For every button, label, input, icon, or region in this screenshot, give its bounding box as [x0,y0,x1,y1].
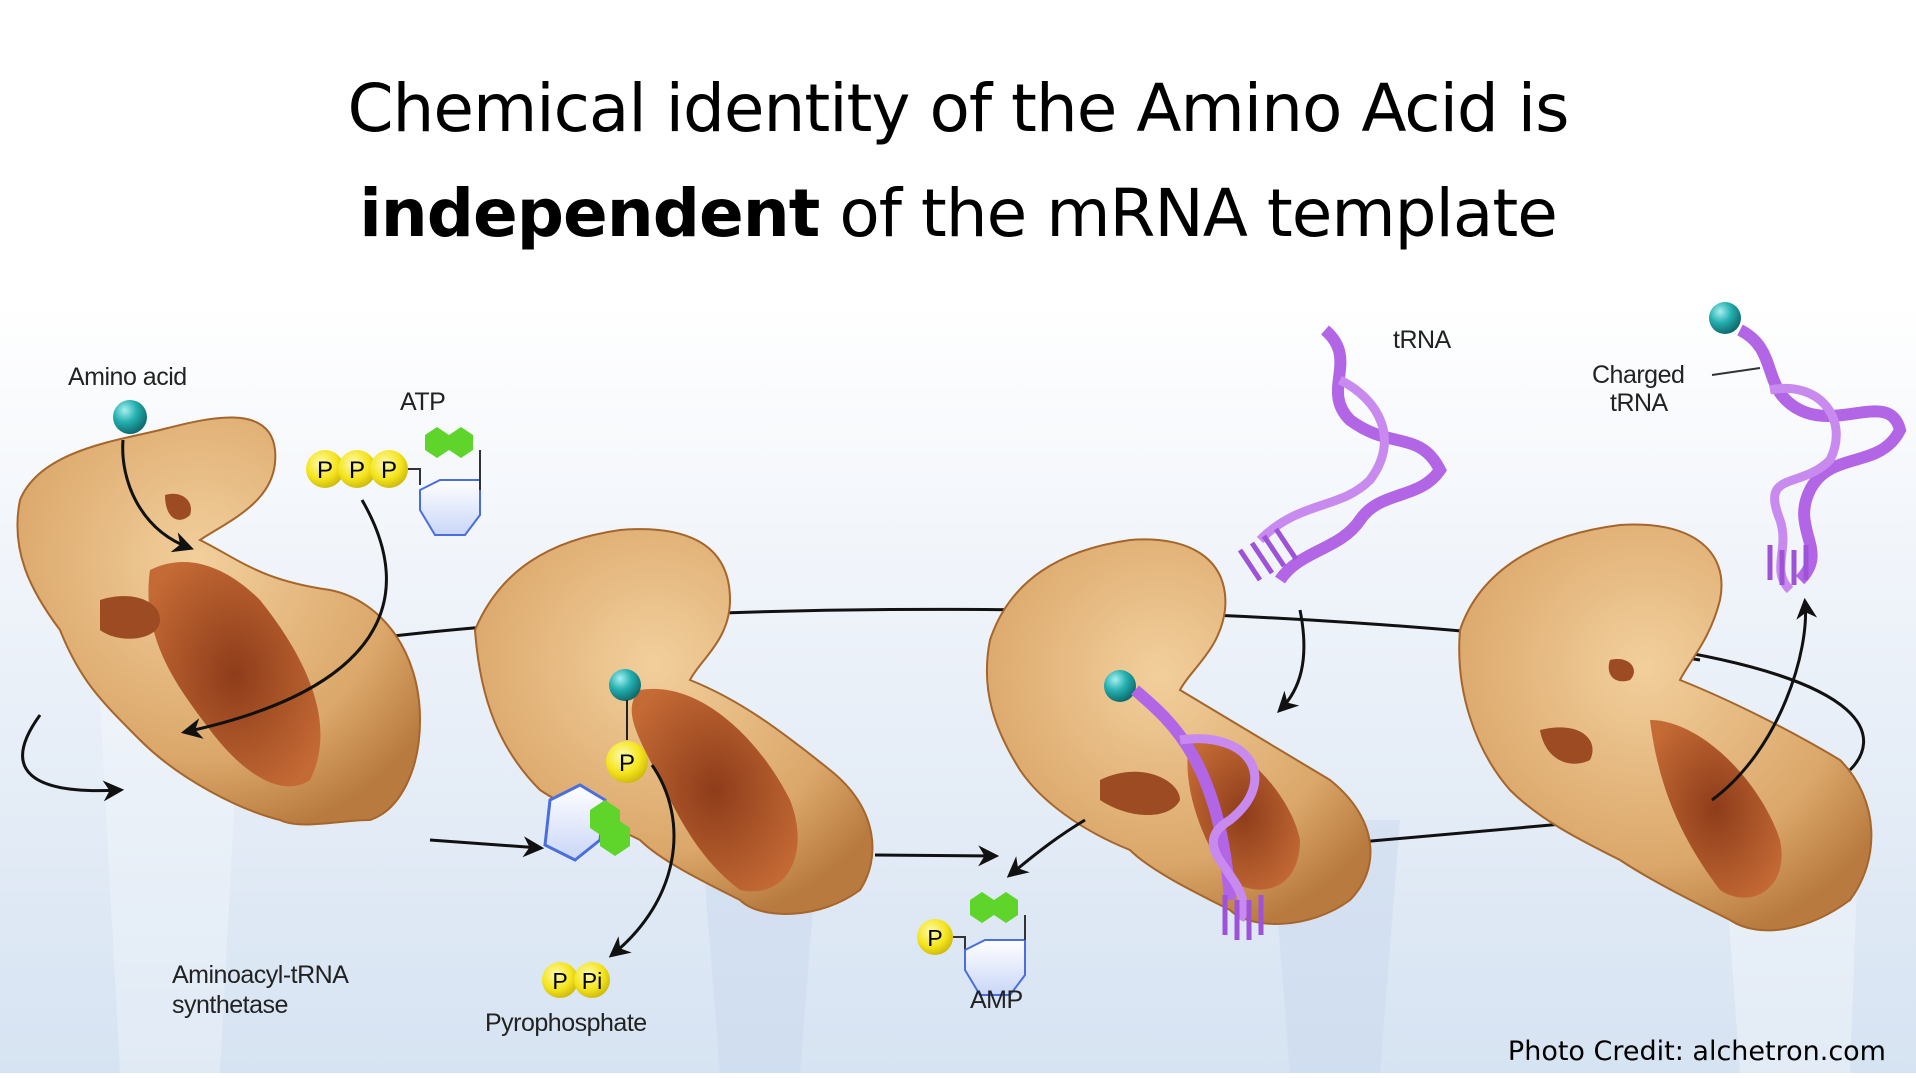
photo-credit: Photo Credit: alchetron.com [1507,1036,1886,1067]
amino-acid-arrow [121,439,194,553]
charged-trna [1736,324,1907,594]
label-pyrophosphate: Pyrophosphate [485,1009,647,1037]
amp-phosphate [917,919,953,955]
bound-trna-anticodon [1222,895,1264,940]
label-charged-trna: tRNA [1610,389,1668,417]
amp-molecule: P [917,892,1026,996]
bound-trna-ribbon [1179,734,1260,923]
trna-arrow [1277,609,1306,713]
phosphate-label: Pi [582,968,602,994]
bound-trna-ribbon [1131,685,1236,901]
step-arrow-3 [1359,813,1590,844]
label-synthetase-line-2: synthetase [172,991,288,1019]
label-charged: Charged [1592,361,1685,389]
phosphate-label: P [927,925,942,951]
label-amino-acid: Amino acid [68,363,187,391]
trna-charging-diagram: P P P P P Pi [0,300,1916,1073]
amp-arrow [1006,818,1086,878]
synthetase-enzyme-1 [16,416,422,826]
phosphate-label: P [317,457,333,484]
phosphate-label: P [552,968,567,994]
phosphate-ball [306,450,344,488]
synthetase-enzyme-4 [1458,523,1873,932]
phosphate-label: P [349,457,365,484]
bound-base [600,818,630,856]
label-atp: ATP [400,388,446,416]
diagram-artwork: P P P P P Pi [0,300,1916,1073]
label-trna: tRNA [1393,326,1451,354]
label-synthetase-line-1: Aminoacyl-tRNA [172,961,349,989]
title-emphasis: independent [359,175,820,252]
charged-amino-acid [1709,302,1741,334]
release-arrow [1711,597,1818,802]
cycle-arrow-left [21,714,125,802]
step-arrow-2 [874,845,1000,867]
bound-phosphate [606,741,648,783]
bound-amino-acid [1104,670,1136,702]
phosphate-label: P [381,457,397,484]
phosphate-label: P [619,750,635,777]
step-arrow-1 [429,836,545,858]
title-rest: of the mRNA template [819,175,1557,252]
light-beam [100,700,240,1073]
free-trna [1237,325,1447,584]
atp-molecule: P P P [306,427,481,536]
slide-title-line-1: Chemical identity of the Amino Acid is [347,70,1569,147]
amino-acid-ball [113,400,147,434]
bound-amino-acid [609,669,641,701]
pyrophosphate-arrow [608,764,676,958]
pyrophosphate-ball [542,962,578,998]
pyrophosphate-ball [574,962,610,998]
label-amp: AMP [970,986,1023,1014]
atp-arrow [180,499,388,739]
phosphate-ball [370,450,408,488]
cycle-line-right [1639,643,1866,772]
phosphate-ball [338,450,376,488]
charged-trna-leader-line [1711,367,1761,376]
slide-title-line-2: independent of the mRNA template [0,175,1916,252]
